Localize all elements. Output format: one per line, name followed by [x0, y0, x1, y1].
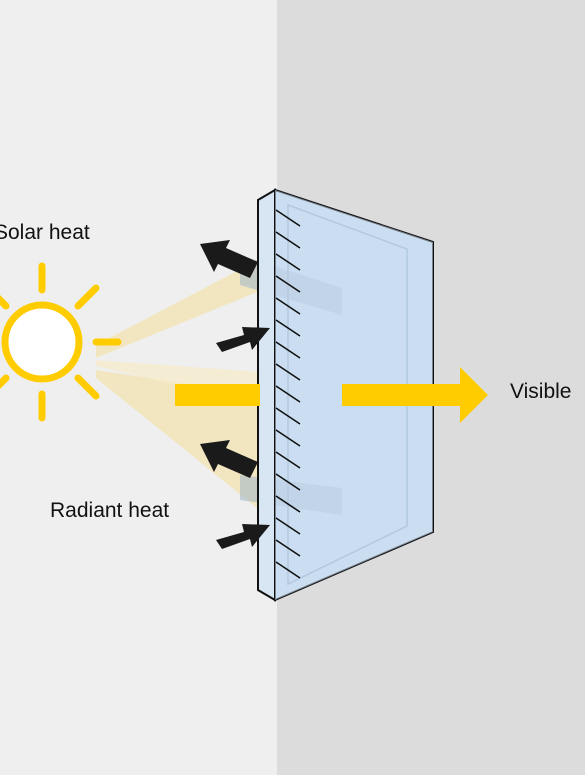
visible-light-arrow-icon: [175, 367, 488, 423]
label-solar-heat: Solar heat: [0, 221, 90, 244]
glass-pane-icon: [257, 188, 276, 602]
sun-icon: [0, 262, 122, 422]
low-e-coating-hatch: [275, 209, 301, 579]
label-visible: Visible: [510, 380, 572, 403]
label-radiant-heat: Radiant heat: [50, 499, 170, 522]
solar-beam-upper: [96, 258, 262, 358]
heat-arrow-icon: [200, 240, 270, 549]
